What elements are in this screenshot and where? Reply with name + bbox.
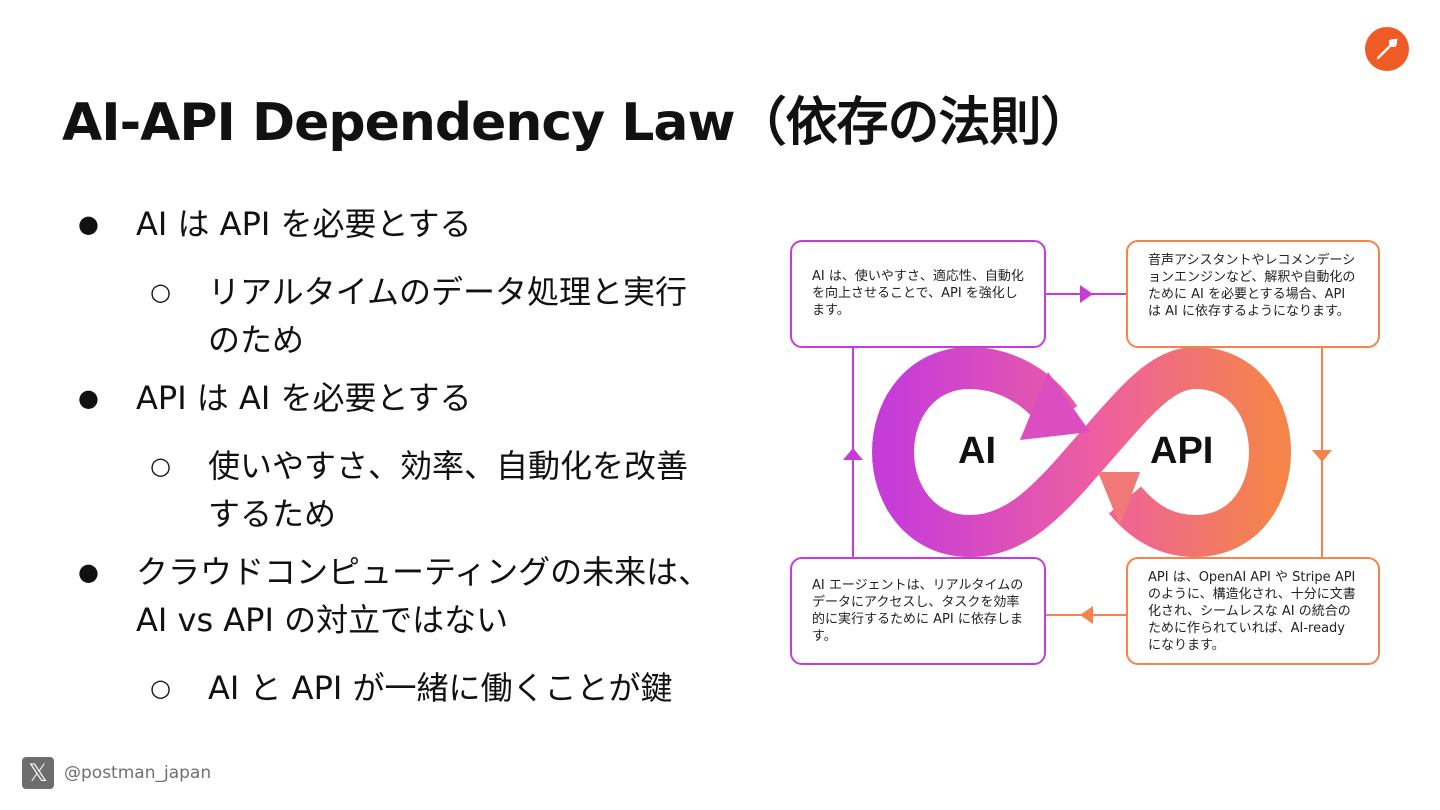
bullet-item: ●AI は API を必要とする: [78, 205, 472, 243]
slide-title: AI-API Dependency Law（依存の法則）: [62, 93, 1093, 153]
bullet-item: ●API は AI を必要とする: [78, 379, 472, 417]
infinity-arrow-head-icon: [1020, 372, 1090, 440]
diagram-ai-label: AI: [958, 430, 996, 472]
arrow-up-icon: [843, 448, 863, 460]
infinity-arrow-head-icon: [1098, 472, 1140, 526]
box-top-right: 音声アシスタントやレコメンデーションエンジンなど、解釈や自動化のために AI を…: [1126, 240, 1380, 348]
arrow-down-icon: [1312, 450, 1332, 462]
diagram-api-label: API: [1150, 430, 1214, 472]
footer: 𝕏 @postman_japan: [22, 757, 211, 789]
box-top-left: AI は、使いやすさ、適応性、自動化を向上させることで、API を強化します。: [790, 240, 1046, 348]
bullet-list: ●AI は API を必要とする ○リアルタイムのデータ処理と実行のため ●AP…: [78, 200, 718, 722]
bullet-item: ●クラウドコンピューティングの未来は、AI vs API の対立ではない: [78, 553, 711, 639]
social-handle[interactable]: @postman_japan: [64, 763, 212, 783]
postman-logo-icon: [1365, 27, 1409, 71]
sub-bullet-item: ○リアルタイムのデータ処理と実行のため: [150, 273, 688, 359]
arrow-right-icon: [1080, 285, 1093, 303]
arrow-left-icon: [1080, 606, 1093, 624]
box-bottom-right: API は、OpenAI API や Stripe API のように、構造化され…: [1126, 557, 1380, 665]
sub-bullet-item: ○使いやすさ、効率、自動化を改善するため: [150, 447, 689, 533]
sub-bullet-item: ○AI と API が一緒に働くことが鍵: [150, 669, 673, 707]
x-logo-icon[interactable]: 𝕏: [22, 757, 54, 789]
box-bottom-left: AI エージェントは、リアルタイムのデータにアクセスし、タスクを効率的に実行する…: [790, 557, 1046, 665]
